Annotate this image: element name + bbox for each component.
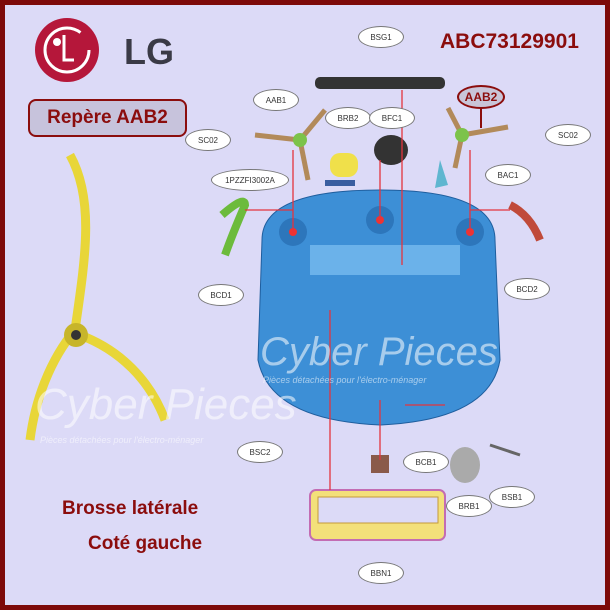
watermark-tagline-2: Pièces détachées pour l'électro-ménager <box>263 375 427 385</box>
watermark-logo-2: Cyber Pieces <box>260 330 498 374</box>
label-bcb1: BCB1 <box>403 451 449 473</box>
label-brb2: BRB2 <box>325 107 371 129</box>
watermark-logo: Cyber Pieces <box>35 380 297 429</box>
marker-badge: Repère AAB2 <box>28 99 187 137</box>
label-bac1: BAC1 <box>485 164 531 186</box>
label-bfc1: BFC1 <box>369 107 415 129</box>
label-1pzzfi3002a: 1PZZFI3002A <box>211 169 289 191</box>
label-bsg1: BSG1 <box>358 26 404 48</box>
lg-logo <box>35 18 99 82</box>
label-bcd1: BCD1 <box>198 284 244 306</box>
label-bcd2: BCD2 <box>504 278 550 300</box>
label-bsc2: BSC2 <box>237 441 283 463</box>
label-sc02-left: SC02 <box>185 129 231 151</box>
brand-name: LG <box>124 31 174 72</box>
label-brb1: BRB1 <box>446 495 492 517</box>
label-bsb1: BSB1 <box>489 486 535 508</box>
label-aab1: AAB1 <box>253 89 299 111</box>
side-brush-photo <box>25 152 170 441</box>
label-sc02-right: SC02 <box>545 124 591 146</box>
label-aab2: AAB2 <box>457 85 505 109</box>
parts <box>219 77 544 541</box>
label-bbn1: BBN1 <box>358 562 404 584</box>
description-line1: Brosse latérale <box>62 498 199 519</box>
watermark-tagline: Pièces détachées pour l'électro-ménager <box>40 435 204 445</box>
description-line2: Coté gauche <box>88 533 203 554</box>
part-number: ABC73129901 <box>440 30 579 53</box>
